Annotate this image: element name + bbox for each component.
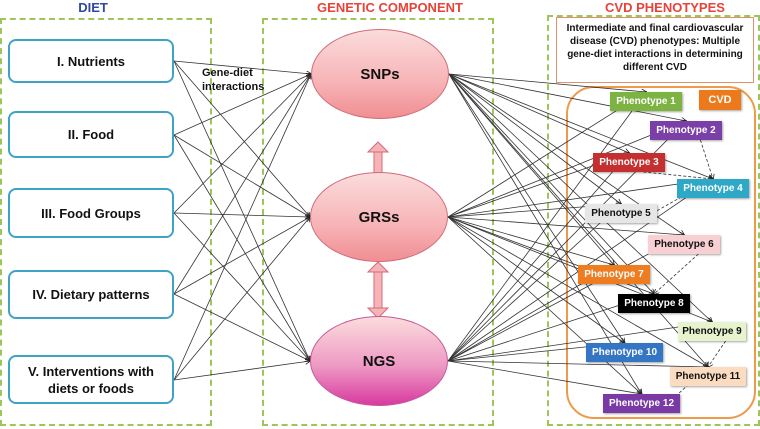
diet-item-label: V. Interventions with diets or foods bbox=[28, 363, 154, 396]
diet-item-label: IV. Dietary patterns bbox=[32, 287, 150, 302]
gene-diet-interactions-label: Gene-diet interactions bbox=[202, 67, 265, 93]
diet-item-food-groups: III. Food Groups bbox=[8, 188, 174, 238]
grss-label: GRSs bbox=[358, 208, 400, 226]
gene-phenotype-arrow bbox=[448, 73, 642, 394]
gene-phenotype-arrow bbox=[447, 216, 614, 265]
double-arrow-grss-ngs bbox=[366, 261, 390, 319]
diet-item-nutrients: I. Nutrients bbox=[8, 39, 174, 83]
diet-gene-arrow bbox=[173, 361, 310, 381]
diet-gene-arrow bbox=[173, 74, 311, 214]
gene-phenotype-arrow bbox=[448, 73, 713, 179]
ngs-node: NGS bbox=[310, 316, 448, 406]
genetic-section-title: GENETIC COMPONENT bbox=[317, 0, 463, 15]
diet-item-label: I. Nutrients bbox=[57, 53, 125, 69]
gene-phenotype-arrow bbox=[447, 92, 646, 362]
phenotype-9: Phenotype 9 bbox=[678, 322, 746, 341]
diet-gene-arrow bbox=[173, 60, 311, 74]
genetic-container bbox=[262, 18, 494, 426]
diet-gene-arrow bbox=[173, 60, 310, 361]
ngs-label: NGS bbox=[362, 352, 396, 370]
gene-phenotype-arrow bbox=[447, 153, 629, 362]
phenotype-2: Phenotype 2 bbox=[650, 121, 722, 140]
diet-gene-arrow bbox=[173, 293, 310, 361]
cvd-note: Intermediate and final cardiovascular di… bbox=[556, 17, 754, 83]
diet-gene-arrow bbox=[173, 212, 310, 217]
phenotype-5: Phenotype 5 bbox=[585, 204, 657, 223]
diet-item-dietary-patterns: IV. Dietary patterns bbox=[8, 270, 174, 319]
phenotype-7: Phenotype 7 bbox=[578, 265, 650, 284]
snps-label: SNPs bbox=[360, 65, 400, 83]
gene-phenotype-arrow bbox=[448, 73, 629, 153]
gene-phenotype-arrow bbox=[447, 121, 686, 218]
gene-phenotype-arrow bbox=[447, 179, 713, 218]
gene-phenotype-arrow bbox=[448, 73, 654, 294]
gene-phenotype-arrow bbox=[447, 360, 708, 367]
phenotype-11: Phenotype 11 bbox=[670, 367, 746, 386]
diet-gene-arrow bbox=[173, 74, 311, 136]
gene-phenotype-arrow bbox=[448, 73, 621, 204]
phenotype-link-arrow bbox=[708, 340, 726, 367]
diet-section-title: DIET bbox=[78, 0, 108, 15]
gene-phenotype-arrow bbox=[447, 92, 646, 218]
diet-gene-arrow bbox=[173, 134, 310, 361]
diet-gene-arrow bbox=[173, 74, 311, 381]
gene-phenotype-arrow bbox=[447, 360, 642, 394]
gene-phenotype-arrow bbox=[448, 73, 708, 367]
phenotype-1: Phenotype 1 bbox=[610, 92, 682, 111]
diet-container bbox=[0, 18, 212, 426]
gene-phenotype-arrow bbox=[447, 235, 684, 362]
cvd-container bbox=[547, 15, 760, 426]
snps-node: SNPs bbox=[311, 29, 449, 119]
cvd-badge: CVD bbox=[699, 90, 741, 110]
phenotype-link-arrow bbox=[643, 171, 713, 179]
diet-gene-arrow bbox=[173, 60, 310, 217]
diet-item-interventions: V. Interventions with diets or foods bbox=[8, 355, 174, 404]
gene-phenotype-arrow bbox=[447, 216, 625, 343]
phenotype-4: Phenotype 4 bbox=[677, 179, 749, 198]
diet-item-label: III. Food Groups bbox=[41, 205, 141, 221]
gene-phenotype-arrow bbox=[448, 73, 625, 343]
phenotype-10: Phenotype 10 bbox=[586, 343, 663, 362]
diet-gene-arrow bbox=[173, 212, 310, 361]
phenotype-12: Phenotype 12 bbox=[603, 394, 680, 413]
phenotype-8: Phenotype 8 bbox=[618, 294, 690, 313]
phenotype-link-arrow bbox=[700, 139, 713, 179]
cvd-section-title: CVD PHENOTYPES bbox=[605, 0, 725, 15]
phenotype-3: Phenotype 3 bbox=[593, 153, 665, 172]
diet-gene-arrow bbox=[173, 74, 311, 295]
gene-phenotype-arrow bbox=[448, 73, 686, 121]
gene-phenotype-arrow bbox=[448, 73, 614, 265]
gene-phenotype-arrow bbox=[447, 322, 712, 362]
gene-phenotype-arrow bbox=[447, 204, 621, 362]
diet-gene-arrow bbox=[173, 134, 310, 217]
phenotype-6: Phenotype 6 bbox=[648, 235, 720, 254]
grss-node: GRSs bbox=[310, 172, 448, 262]
diet-item-food: II. Food bbox=[8, 111, 174, 158]
diet-item-label: II. Food bbox=[67, 127, 115, 142]
gene-phenotype-arrow bbox=[448, 73, 646, 92]
diet-gene-arrow bbox=[173, 217, 310, 295]
diet-gene-arrow bbox=[173, 217, 310, 381]
